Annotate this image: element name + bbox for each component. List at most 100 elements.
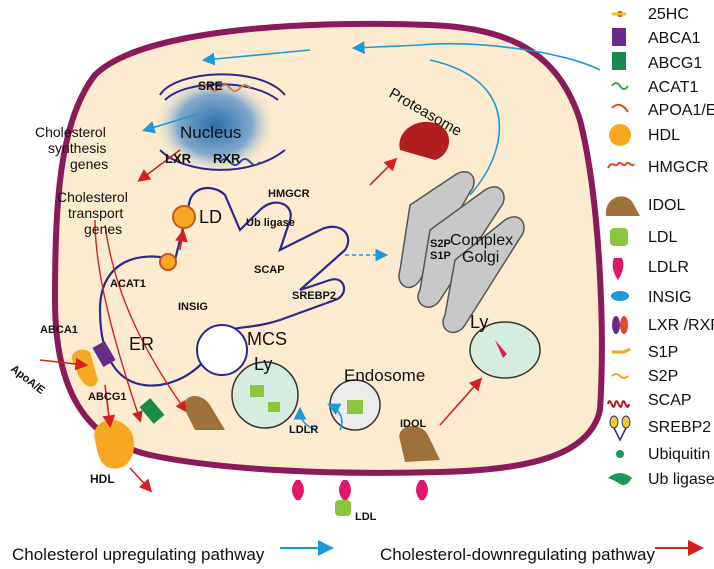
down-arrow-hdl-out [129, 467, 153, 493]
label-ly-1: Ly [254, 354, 272, 374]
legend-item-abcg1: ABCG1 [612, 52, 702, 72]
label-s1p: S1P [430, 250, 451, 262]
label-idol: IDOL [400, 418, 427, 430]
abca1-icon [612, 28, 626, 46]
legend-label: Ub ligase [648, 471, 714, 488]
label-synthesis-3: genes [70, 156, 108, 172]
legend-item-hmgcr: HMGCR [607, 159, 708, 176]
lysosome-2 [469, 321, 541, 379]
srebp2-icon [609, 415, 619, 429]
ldlr-icon [612, 258, 624, 280]
lipid-droplet-small [159, 253, 177, 271]
down-arrow-ld [175, 228, 188, 251]
legend-label: INSIG [648, 289, 692, 306]
endoplasmic-reticulum [98, 187, 350, 387]
legend-label: HMGCR [648, 159, 708, 176]
ubiquitin-icon [616, 450, 624, 458]
label-golgi-2: Golgi [462, 249, 499, 266]
scap-icon [607, 400, 630, 408]
legend-item-abca1: ABCA1 [612, 28, 701, 47]
abcg1-transporter [139, 398, 165, 424]
up-arrow-ldlr [327, 403, 343, 431]
label-ldl: LDL [355, 511, 377, 523]
nuclear-envelope-inner [164, 83, 279, 101]
label-s2p: S2P [430, 238, 451, 250]
pathway-up-label: Cholesterol upregulating pathway [12, 545, 265, 564]
label-hmgcr: HMGCR [268, 188, 310, 200]
down-arrow-membrane-1 [94, 219, 143, 423]
legend-item-lxr-rxr: LXR /RXR [612, 316, 714, 334]
down-arrow-idol [439, 377, 483, 426]
legend-item-acat1: ACAT1 [611, 79, 698, 96]
legend-label: Ubiquitin [648, 446, 710, 463]
legend-label: S2P [648, 368, 678, 385]
up-arrow-synthesis [141, 114, 196, 134]
legend-label: LDLR [648, 259, 689, 276]
acat1-icon [611, 82, 629, 90]
label-insig: INSIG [178, 301, 208, 313]
legend-item-s2p: S2P [611, 368, 678, 385]
ldlr-receptor [292, 480, 304, 500]
s2p-icon [611, 373, 629, 379]
lxr-rxr-icon [612, 316, 620, 334]
label-ly-2: Ly [470, 312, 488, 332]
idol-protein [184, 395, 225, 430]
legend-item-ub-ligase: Ub ligase [608, 471, 714, 488]
legend-item-ldl: LDL [610, 228, 677, 246]
label-rxr: RXR [213, 151, 241, 166]
up-arrow-top-left [201, 49, 311, 66]
legend-label: IDOL [648, 197, 685, 214]
lysosome-1 [231, 361, 299, 429]
legend-label: 25HC [648, 6, 689, 23]
ldlr-fragment [495, 340, 507, 358]
label-abca1: ABCA1 [40, 324, 78, 336]
label-endosome: Endosome [344, 366, 425, 385]
ub-ligase-icon [608, 473, 632, 486]
cell-membrane [51, 20, 605, 476]
legend-label: APOA1/E [648, 102, 714, 119]
ldl-fragment [250, 385, 264, 397]
lipid-droplet [172, 205, 196, 229]
legend-label: ABCG1 [648, 55, 702, 72]
legend-label: ACAT1 [648, 79, 698, 96]
label-golgi-1: Complex [450, 232, 513, 249]
legend-label: SREBP2 [648, 419, 711, 436]
ldlr-receptor [339, 480, 351, 500]
legend-item-apoa1e: APOA1/E [611, 102, 714, 119]
label-ub-ligase: Ub ligase [246, 217, 295, 229]
legend-item-ldlr: LDLR [612, 258, 689, 280]
apoa1e-icon [611, 103, 629, 113]
legend-label: SCAP [648, 392, 692, 409]
label-apoa: ApoA/E [8, 363, 47, 397]
down-arrow-apoa [39, 357, 89, 371]
legend-label: LDL [648, 229, 677, 246]
mcs-vesicle [196, 324, 248, 376]
legend-item-scap: SCAP [607, 392, 692, 409]
idol-protein [399, 425, 440, 462]
down-arrow-transport [137, 149, 181, 182]
legend-item-ubiquitin: Ubiquitin [616, 446, 710, 463]
label-nucleus: Nucleus [180, 123, 241, 142]
pathway-legend-down: Cholesterol-downregulating pathway [380, 540, 704, 564]
ldlr-receptor [416, 480, 428, 500]
hdl-icon [609, 124, 631, 146]
label-transport-2: transport [68, 205, 123, 221]
label-synthesis-2: synthesis [48, 140, 106, 156]
label-transport-1: Cholesterol [57, 189, 128, 205]
dna-strand [199, 84, 251, 92]
down-arrow-membrane-2 [104, 224, 187, 413]
abca1-transporter [92, 340, 116, 368]
label-mcs: MCS [247, 329, 287, 349]
nuclear-envelope [159, 73, 286, 96]
label-acat1: ACAT1 [110, 278, 146, 290]
golgi-complex [398, 171, 525, 334]
up-arrow-nucleus-return [429, 59, 501, 196]
legend-item-s1p: S1P [612, 344, 678, 361]
legend-item-insig: INSIG [611, 289, 692, 306]
legend-item-hdl: HDL [609, 124, 680, 146]
label-scap: SCAP [254, 264, 285, 276]
label-synthesis-1: Cholesterol [35, 124, 106, 140]
hdl-particle [94, 420, 135, 469]
legend-label: S1P [648, 344, 678, 361]
